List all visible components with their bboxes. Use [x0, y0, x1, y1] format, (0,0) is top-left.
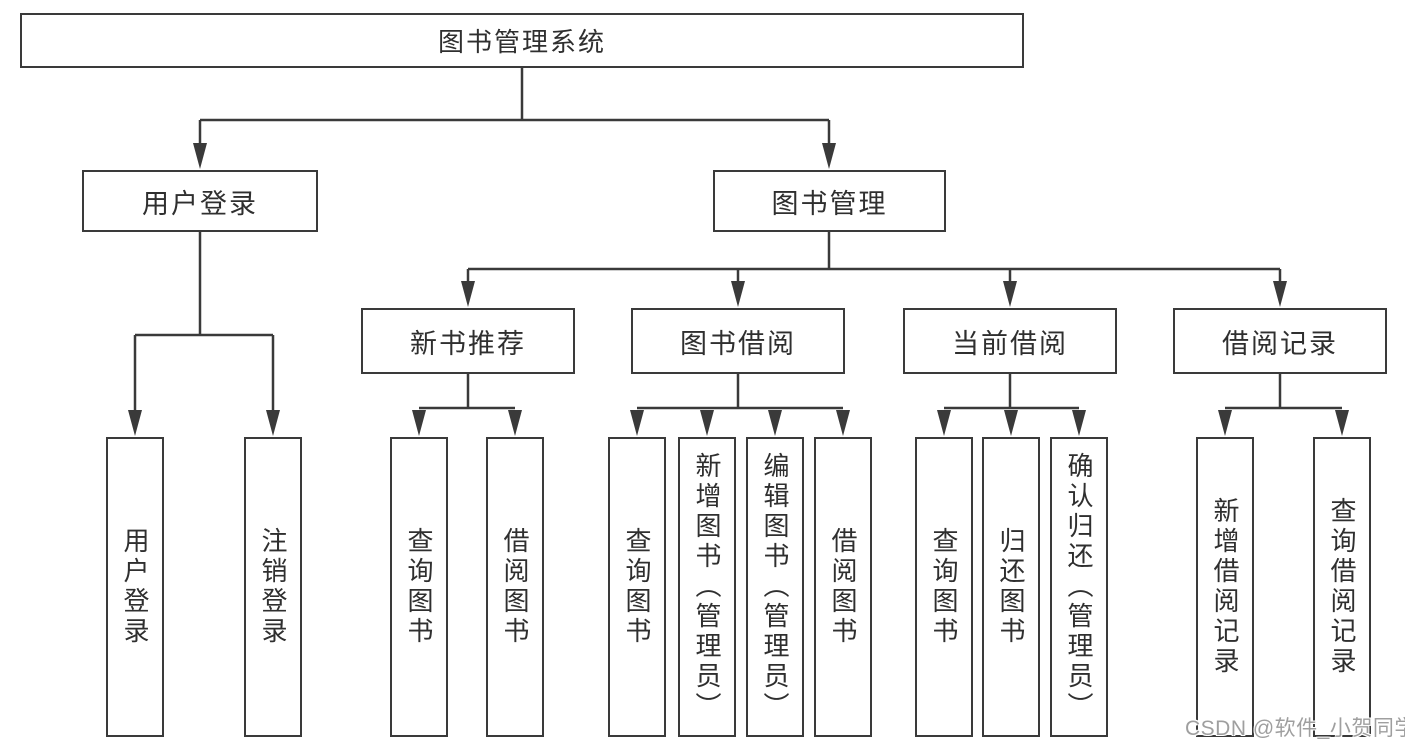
node-label: 注销登录 [258, 527, 288, 647]
csdn-watermark: CSDN @软件_小贺同学 [1185, 717, 1405, 740]
arrow-down-icon [412, 410, 426, 436]
arrow-down-icon [1273, 281, 1287, 307]
leaf-borrow-add-books-admin: 新增图书（管理员） [678, 437, 736, 737]
arrow-down-icon [1004, 410, 1018, 436]
leaf-records-add-borrow-record: 新增借阅记录 [1196, 437, 1254, 737]
node-label: 新增借阅记录 [1210, 497, 1240, 677]
leaf-logout: 注销登录 [244, 437, 302, 737]
arrow-down-icon [128, 410, 142, 436]
node-label: 归还图书 [996, 527, 1026, 647]
arrow-down-icon [731, 281, 745, 307]
node-label: 图书借阅 [680, 328, 796, 359]
node-label: 借阅图书 [500, 527, 530, 647]
arrow-down-icon [1072, 410, 1086, 436]
node-label: 确认归还（管理员） [1064, 452, 1094, 722]
node-label: 图书管理系统 [437, 27, 606, 57]
node-book-borrowing: 图书借阅 [631, 308, 845, 374]
leaf-user-login: 用户登录 [106, 437, 164, 737]
node-label: 借阅记录 [1222, 328, 1338, 359]
leaf-current-query-books: 查询图书 [915, 437, 973, 737]
leaf-recommend-borrow-books: 借阅图书 [486, 437, 544, 737]
arrow-down-icon [630, 410, 644, 436]
node-current-borrowing: 当前借阅 [903, 308, 1117, 374]
leaf-borrow-query-books: 查询图书 [608, 437, 666, 737]
connector-lines [133, 68, 1342, 413]
node-library-management-system: 图书管理系统 [20, 13, 1024, 68]
node-label: 查询图书 [622, 527, 652, 647]
leaf-records-query-borrow-record: 查询借阅记录 [1313, 437, 1371, 737]
arrow-down-icon [836, 410, 850, 436]
node-label: 编辑图书（管理员） [760, 452, 790, 722]
node-book-management: 图书管理 [713, 170, 946, 232]
arrow-down-icon [1218, 410, 1232, 436]
arrow-down-icon [461, 281, 475, 307]
arrow-down-icon [768, 410, 782, 436]
arrow-down-icon [700, 410, 714, 436]
arrow-down-icon [1003, 281, 1017, 307]
leaf-current-confirm-return-admin: 确认归还（管理员） [1050, 437, 1108, 737]
arrow-down-icon [937, 410, 951, 436]
node-new-book-recommendation: 新书推荐 [361, 308, 575, 374]
node-label: 图书管理 [771, 188, 888, 219]
node-label: 借阅图书 [828, 527, 858, 647]
node-label: 当前借阅 [952, 328, 1068, 359]
arrow-down-icon [1335, 410, 1349, 436]
leaf-recommend-query-books: 查询图书 [390, 437, 448, 737]
node-borrowing-records: 借阅记录 [1173, 308, 1387, 374]
leaf-borrow-edit-books-admin: 编辑图书（管理员） [746, 437, 804, 737]
node-user-login: 用户登录 [82, 170, 318, 232]
node-label: 新增图书（管理员） [692, 452, 722, 722]
node-label: 查询图书 [404, 527, 434, 647]
arrowhead-icons [128, 143, 1349, 436]
node-label: 查询借阅记录 [1327, 497, 1357, 677]
leaf-current-return-books: 归还图书 [982, 437, 1040, 737]
node-label: 用户登录 [120, 527, 150, 647]
node-label: 用户登录 [142, 188, 258, 219]
arrow-down-icon [822, 143, 836, 169]
arrow-down-icon [193, 143, 207, 169]
arrow-down-icon [508, 410, 522, 436]
arrow-down-icon [266, 410, 280, 436]
node-label: 新书推荐 [410, 328, 526, 359]
leaf-borrow-borrow-books: 借阅图书 [814, 437, 872, 737]
node-label: 查询图书 [929, 527, 959, 647]
